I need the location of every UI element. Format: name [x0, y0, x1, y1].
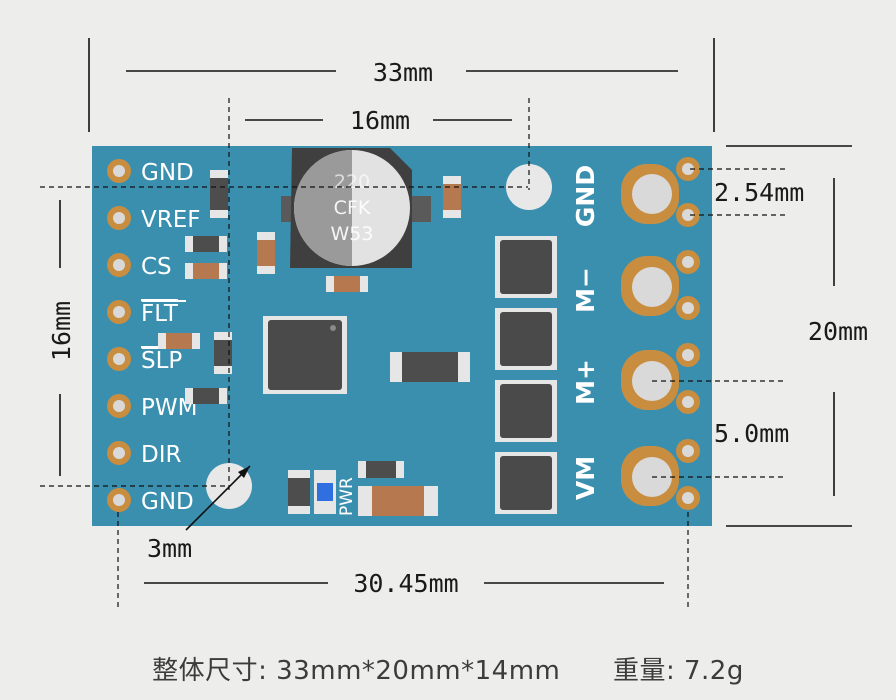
dimension-labels: 33mm 16mm 16mm 20mm 2.54mm 5.0mm 3mm 30.…	[47, 58, 868, 598]
mosfet-array	[495, 236, 557, 514]
pin-label-cs: CS	[141, 254, 172, 280]
pin-label-dir: DIR	[141, 442, 181, 468]
pin-pad	[107, 347, 131, 371]
mosfet	[495, 236, 557, 298]
pin-label-gnd-2: GND	[141, 489, 194, 515]
electrolytic-capacitor: 220 CFK W53	[281, 148, 431, 268]
resistor	[185, 236, 227, 252]
size-label: 整体尺寸:	[152, 656, 268, 686]
spec-caption: 整体尺寸: 33mm*20mm*14mm 重量: 7.2g	[0, 650, 896, 687]
screw-terminal	[621, 439, 700, 510]
capacitor-marking-1: 220	[334, 171, 370, 193]
smd-passives	[158, 170, 470, 516]
pin-pad	[107, 300, 131, 324]
dim-hole-spacing: 16mm	[350, 106, 410, 135]
terminal-labels: GND M− M+ VM	[571, 165, 600, 500]
terminal-label-gnd: GND	[571, 165, 600, 227]
pin-pad	[107, 441, 131, 465]
dim-screw-pitch: 5.0mm	[714, 419, 789, 448]
terminal-label-m-plus: M+	[571, 359, 600, 405]
screw-terminal	[621, 250, 700, 320]
dim-right-height: 20mm	[808, 317, 868, 346]
pwr-label: PWR	[337, 477, 357, 516]
leader-arrowhead	[238, 466, 250, 478]
terminal-label-vm: VM	[571, 456, 600, 500]
dim-overall-width: 33mm	[373, 58, 433, 87]
terminal-label-m-minus: M−	[571, 267, 600, 313]
left-header	[107, 159, 131, 512]
large-resistor	[358, 486, 438, 516]
dimension-lines	[40, 38, 852, 610]
dim-pin-pitch: 2.54mm	[714, 178, 804, 207]
resistor	[358, 461, 404, 478]
pin-pad	[107, 159, 131, 183]
mounting-hole-top	[506, 164, 552, 210]
capacitor-marking-2: CFK	[334, 197, 371, 219]
dim-hole-diameter: 3mm	[147, 534, 192, 563]
resistor	[210, 170, 228, 218]
dim-left-height: 16mm	[47, 301, 76, 361]
resistor	[214, 332, 232, 374]
dim-header-span: 30.45mm	[353, 569, 458, 598]
capacitor-smd	[185, 263, 227, 279]
mosfet	[495, 380, 557, 442]
mosfet	[495, 308, 557, 370]
pin-label-slp: SLP	[141, 348, 182, 374]
driver-ic	[263, 316, 347, 394]
capacitor-marking-3: W53	[331, 223, 374, 245]
capacitor-smd	[443, 176, 461, 218]
pin-pad	[107, 253, 131, 277]
capacitor-smd	[257, 232, 275, 274]
pin-pad	[107, 206, 131, 230]
mosfet	[495, 452, 557, 514]
resistor	[288, 470, 310, 514]
weight-value: 7.2g	[684, 656, 744, 686]
capacitor-smd	[326, 276, 368, 292]
pin-pad	[107, 394, 131, 418]
screw-terminal	[621, 157, 700, 227]
capacitor-smd	[158, 333, 200, 349]
resistor	[185, 388, 227, 404]
size-value: 33mm*20mm*14mm	[276, 656, 561, 686]
pin-label-vref: VREF	[141, 207, 200, 233]
power-led	[314, 470, 336, 514]
pin-label-gnd: GND	[141, 160, 194, 186]
sense-resistor	[390, 352, 470, 382]
pin-pad	[107, 488, 131, 512]
weight-label: 重量:	[612, 656, 676, 686]
pin-label-flt: FLT	[141, 301, 179, 327]
